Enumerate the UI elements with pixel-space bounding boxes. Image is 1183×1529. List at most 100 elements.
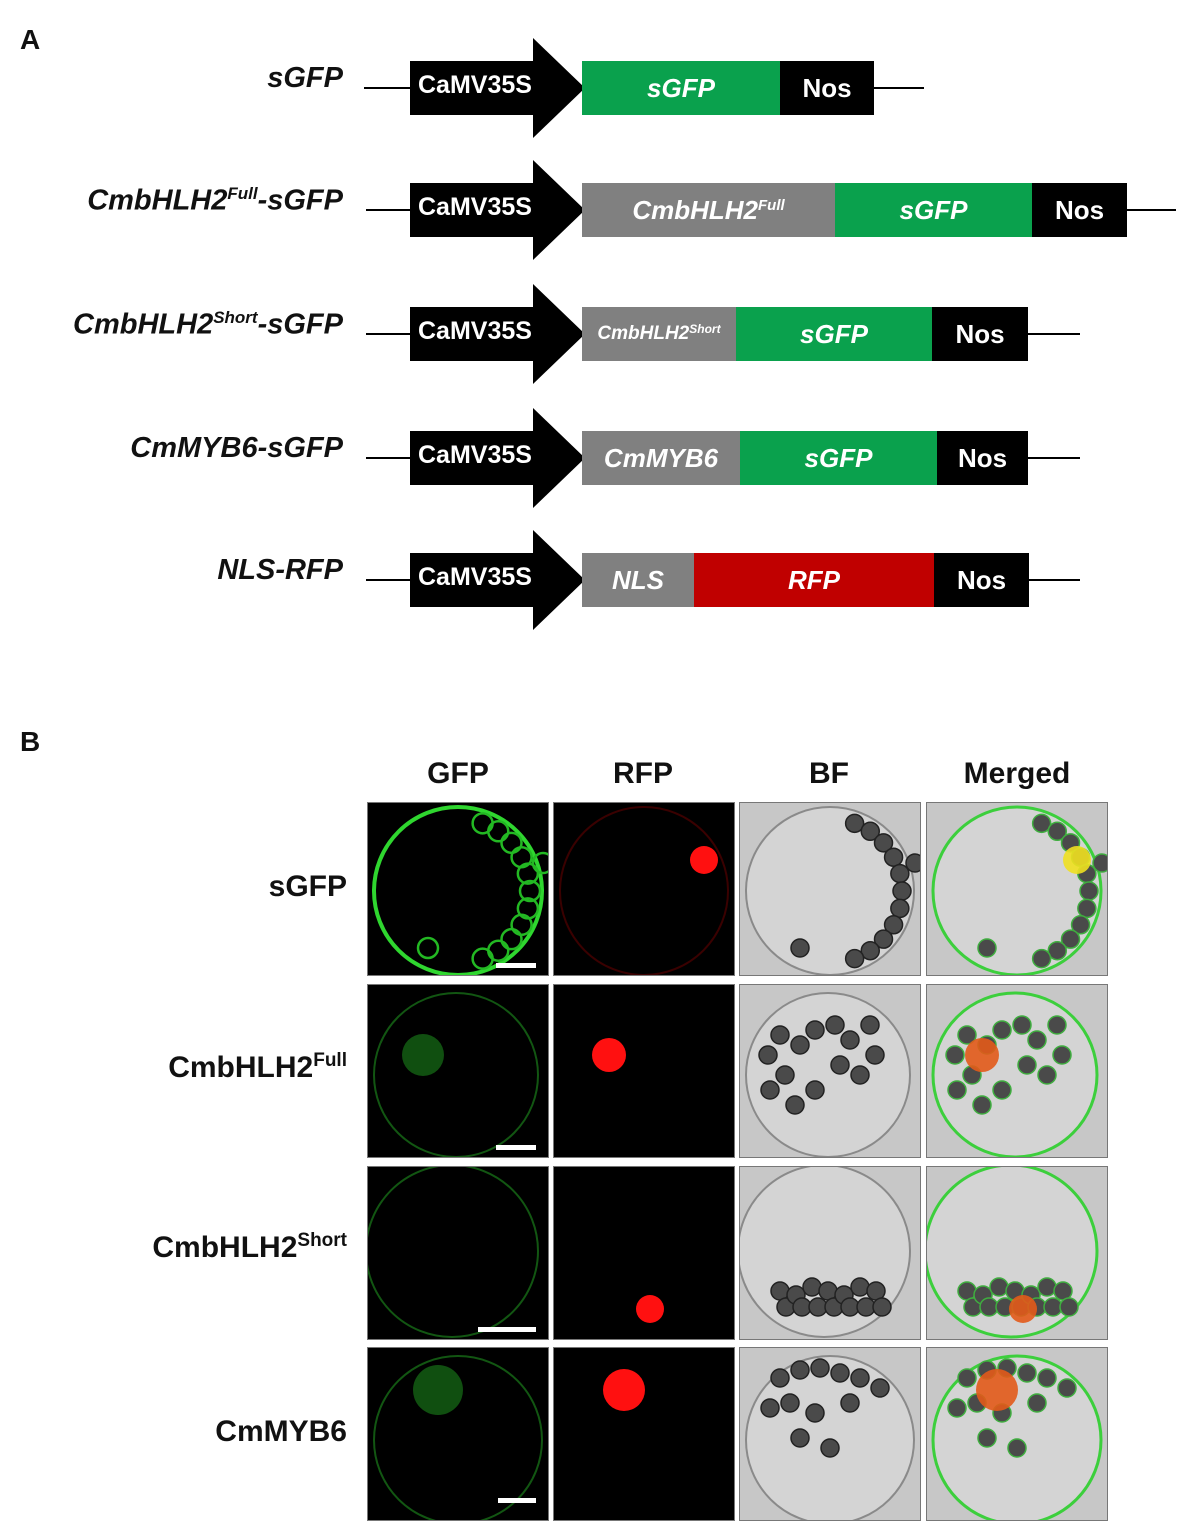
micrograph-bf (739, 1347, 921, 1521)
construct-label: sGFP (267, 62, 343, 95)
scale-bar (496, 1145, 536, 1150)
backbone-line-left (366, 209, 410, 211)
segment-superscript: Full (758, 196, 785, 214)
construct-label: CmbHLH2Full-sGFP (87, 184, 343, 218)
promoter-label: CaMV35S (418, 71, 532, 99)
row-label-text: sGFP (268, 870, 347, 903)
segment-label: Nos (1054, 194, 1105, 225)
promoter-arrow-icon (410, 408, 585, 508)
construct-segment: RFP (694, 553, 934, 607)
construct-label: CmbHLH2Short-sGFP (73, 308, 343, 342)
construct-row: sGFP CaMV35S sGFP Nos (0, 38, 1183, 138)
construct-segment: Nos (780, 61, 874, 115)
segment-label: Nos (956, 564, 1007, 595)
construct-segment: sGFP (736, 307, 932, 361)
promoter-arrow: CaMV35S (410, 530, 585, 630)
construct-row: NLS-RFP CaMV35S NLS RFP Nos (0, 530, 1183, 630)
segment-label: NLS (612, 564, 664, 595)
micrograph-gfp (367, 984, 549, 1158)
segment-label: CmbHLH2 (632, 194, 758, 225)
construct-label: CmMYB6-sGFP (130, 432, 343, 465)
micrograph-merged (926, 1347, 1108, 1521)
construct-label-superscript: Full (227, 184, 258, 203)
construct-segment: Nos (1032, 183, 1127, 237)
construct-label-superscript: Short (213, 308, 258, 327)
micrograph-merged (926, 1166, 1108, 1340)
promoter-arrow-icon (410, 38, 585, 138)
col-header-rfp: RFP (613, 757, 673, 790)
backbone-line-left (364, 87, 410, 89)
promoter-arrow-icon (410, 160, 585, 260)
promoter-arrow-icon (410, 530, 585, 630)
backbone-line-left (366, 333, 410, 335)
construct-segment: Nos (937, 431, 1028, 485)
promoter-arrow: CaMV35S (410, 38, 585, 138)
construct-segment: sGFP (835, 183, 1032, 237)
construct-label-name: CmbHLH2 (73, 308, 214, 341)
row-label: CmMYB6 (215, 1415, 347, 1449)
construct-label-suffix: -sGFP (257, 184, 343, 217)
backbone-line-right (1029, 579, 1080, 581)
backbone-line-right (874, 87, 924, 89)
construct-label-name: CmbHLH2 (87, 184, 228, 217)
micrograph-rfp (553, 1347, 735, 1521)
segment-label: Nos (957, 442, 1008, 473)
row-label-text: CmbHLH2 (168, 1051, 314, 1084)
segment-label: CmMYB6 (603, 442, 719, 473)
row-label-superscript: Full (313, 1050, 347, 1071)
promoter-label: CaMV35S (418, 441, 532, 469)
backbone-line-left (366, 579, 410, 581)
panel-b-letter: B (20, 726, 41, 757)
micrograph-merged (926, 984, 1108, 1158)
construct-label-name: CmMYB6-sGFP (130, 432, 343, 464)
col-header-merged: Merged (963, 757, 1071, 790)
micrograph-gfp (367, 802, 549, 976)
backbone-line-right (1028, 457, 1080, 459)
segment-label: Nos (955, 318, 1005, 349)
construct-label-name: NLS-RFP (217, 554, 343, 586)
backbone-line-left (366, 457, 410, 459)
promoter-label: CaMV35S (418, 193, 532, 221)
segment-label: CmbHLH2 (597, 323, 690, 344)
promoter-arrow: CaMV35S (410, 160, 585, 260)
promoter-arrow-icon (410, 284, 585, 384)
micrograph-bf (739, 1166, 921, 1340)
micrograph-bf (739, 802, 921, 976)
segment-label: sGFP (647, 72, 715, 103)
construct-segment: Nos (934, 553, 1029, 607)
col-header-bf: BF (809, 757, 849, 790)
micrograph-rfp (553, 802, 735, 976)
construct-label-suffix: -sGFP (257, 308, 343, 341)
micrograph-rfp (553, 1166, 735, 1340)
row-label-superscript: Short (297, 1230, 347, 1251)
backbone-line-right (1127, 209, 1176, 211)
construct-label: NLS-RFP (217, 554, 343, 587)
construct-segment: sGFP (582, 61, 780, 115)
promoter-arrow: CaMV35S (410, 284, 585, 384)
row-label: CmbHLH2Full (168, 1050, 347, 1085)
row-label: sGFP (269, 870, 347, 904)
backbone-line-right (1028, 333, 1080, 335)
promoter-label: CaMV35S (418, 317, 532, 345)
segment-label: RFP (788, 564, 840, 595)
scale-bar (496, 963, 536, 968)
segment-label: sGFP (800, 318, 868, 349)
panel-a-letter: A (20, 24, 41, 55)
construct-segment: Nos (932, 307, 1028, 361)
scale-bar (498, 1498, 536, 1503)
construct-segment: CmMYB6 (582, 431, 740, 485)
row-label-text: CmbHLH2 (152, 1231, 298, 1264)
micrograph-gfp (367, 1347, 549, 1521)
micrograph-merged (926, 802, 1108, 976)
construct-label-name: sGFP (267, 62, 343, 94)
segment-superscript: Short (689, 322, 721, 336)
promoter-label: CaMV35S (418, 563, 532, 591)
micrograph-rfp (553, 984, 735, 1158)
segment-label: sGFP (899, 194, 968, 225)
promoter-arrow: CaMV35S (410, 408, 585, 508)
scale-bar (478, 1327, 536, 1332)
